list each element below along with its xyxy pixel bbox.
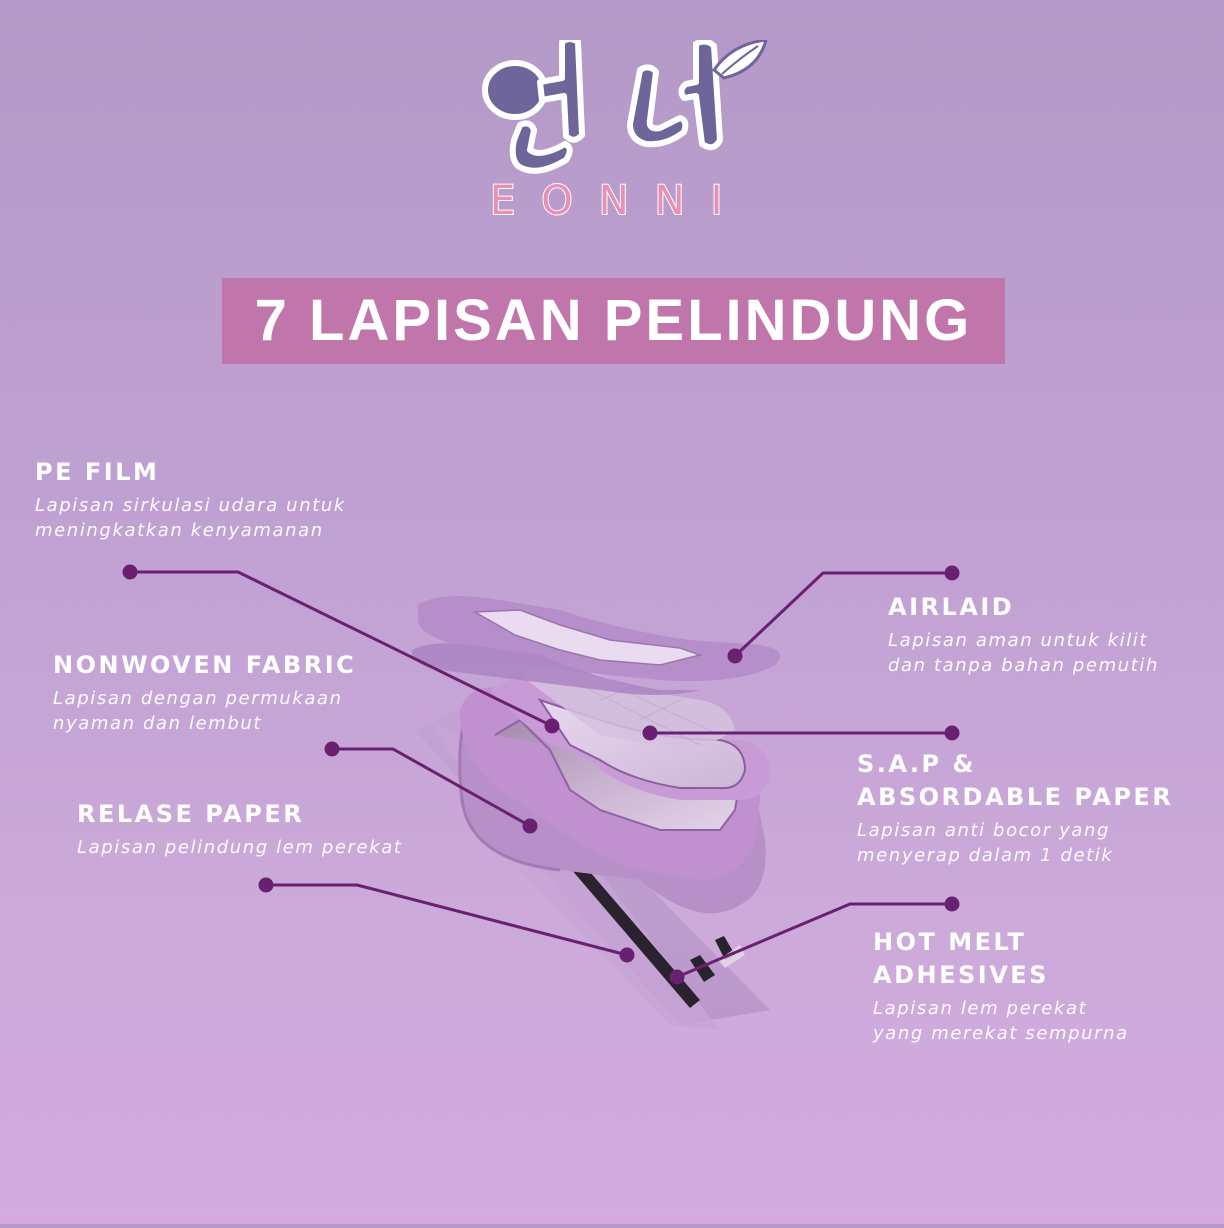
- brand-name: EONNI: [489, 177, 749, 225]
- layer-label-nonwoven-fabric: NONWOVEN FABRIC Lapisan dengan permukaan…: [53, 649, 356, 736]
- layer-description: Lapisan dengan permukaan nyaman dan lemb…: [53, 688, 343, 734]
- page-title: 7 LAPISAN PELINDUNG: [254, 288, 973, 353]
- connector-dots: [122, 564, 960, 985]
- layer-description: Lapisan aman untuk kilit dan tanpa bahan…: [888, 630, 1159, 676]
- layer-description: Lapisan pelindung lem perekat: [77, 837, 403, 858]
- layer-name: S.A.P & ABSORDABLE PAPER: [857, 750, 1174, 811]
- connector-lines: [130, 570, 952, 979]
- layer-name: PE FILM: [35, 458, 160, 486]
- layer-label-pe-film: PE FILM Lapisan sirkulasi udara untuk me…: [35, 456, 346, 543]
- korean-logo-icon: [482, 36, 769, 174]
- layer-name: RELASE PAPER: [77, 800, 305, 828]
- layer-name: NONWOVEN FABRIC: [53, 651, 357, 679]
- layer-name: HOT MELT ADHESIVES: [873, 928, 1049, 989]
- layer-label-sap-absorbable-paper: S.A.P & ABSORDABLE PAPER Lapisan anti bo…: [857, 748, 1173, 868]
- layer-description: Lapisan lem perekat yang merekat sempurn…: [873, 998, 1129, 1044]
- layer-label-relase-paper: RELASE PAPER Lapisan pelindung lem perek…: [77, 798, 403, 860]
- layer-label-airlaid: AIRLAID Lapisan aman untuk kilit dan tan…: [888, 591, 1159, 678]
- layer-label-hot-melt-adhesives: HOT MELT ADHESIVES Lapisan lem perekat y…: [873, 926, 1129, 1046]
- layer-name: AIRLAID: [888, 593, 1015, 621]
- layer-description: Lapisan anti bocor yang menyerap dalam 1…: [857, 820, 1114, 866]
- title-banner: 7 LAPISAN PELINDUNG: [222, 278, 1005, 364]
- layer-description: Lapisan sirkulasi udara untuk meningkatk…: [35, 495, 346, 541]
- brand-logo: [470, 36, 770, 225]
